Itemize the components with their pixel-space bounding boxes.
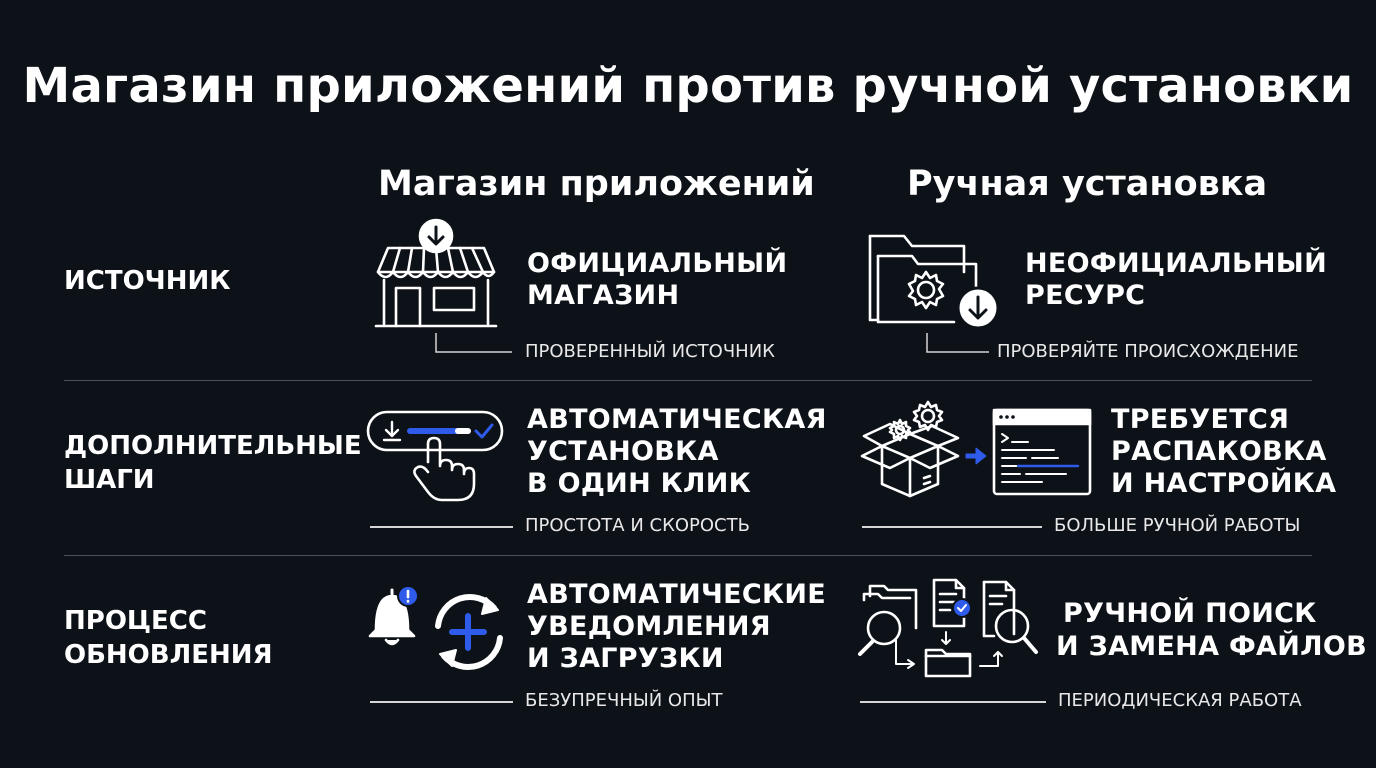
row-divider (64, 380, 1312, 381)
column-header-manual: Ручная установка (907, 164, 1268, 204)
row-label-extra-steps: ДОПОЛНИТЕЛЬНЫЕ ШАГИ (64, 431, 362, 495)
manual-update-text: РУЧНОЙ ПОИСК И ЗАМЕНА ФАЙЛОВ (1056, 598, 1368, 662)
manual-steps-text: ТРЕБУЕТСЯ РАСПАКОВКА И НАСТРОЙКА (1111, 404, 1337, 499)
store-source-subtext: ПРОВЕРЕННЫЙ ИСТОЧНИК (525, 341, 775, 362)
connector-line (370, 701, 513, 703)
manual-source-subtext: ПРОВЕРЯЙТЕ ПРОИСХОЖДЕНИЕ (997, 341, 1299, 362)
unpack-configure-icon (858, 400, 1096, 500)
manual-source-text: НЕОФИЦИАЛЬНЫЙ РЕСУРС (1025, 248, 1327, 311)
bell-update-icon (366, 582, 510, 676)
connector-line (925, 333, 991, 355)
column-header-store: Магазин приложений (378, 164, 815, 204)
row-label-update-process: ПРОЦЕСС ОБНОВЛЕНИЯ (64, 606, 273, 670)
file-search-replace-icon (856, 576, 1042, 680)
connector-line (370, 526, 513, 528)
folder-gear-download-icon (866, 232, 1000, 332)
connector-line (860, 701, 1046, 703)
row-divider (64, 555, 1312, 556)
row-label-source: ИСТОЧНИК (64, 266, 231, 296)
store-steps-text: АВТОМАТИЧЕСКАЯ УСТАНОВКА В ОДИН КЛИК (527, 404, 827, 499)
store-update-subtext: БЕЗУПРЕЧНЫЙ ОПЫТ (525, 690, 723, 711)
manual-update-subtext: ПЕРИОДИЧЕСКАЯ РАБОТА (1058, 690, 1302, 711)
connector-line (862, 526, 1042, 528)
page-title: Магазин приложений против ручной установ… (22, 58, 1354, 114)
store-source-text: ОФИЦИАЛЬНЫЙ МАГАЗИН (527, 248, 788, 311)
storefront-download-icon (374, 218, 498, 330)
manual-steps-subtext: БОЛЬШЕ РУЧНОЙ РАБОТЫ (1054, 515, 1301, 536)
store-steps-subtext: ПРОСТОТА И СКОРОСТЬ (525, 515, 750, 536)
store-update-text: АВТОМАТИЧЕСКИЕ УВЕДОМЛЕНИЯ И ЗАГРУЗКИ (527, 579, 827, 674)
connector-line (434, 333, 514, 355)
one-click-install-icon (366, 410, 506, 504)
